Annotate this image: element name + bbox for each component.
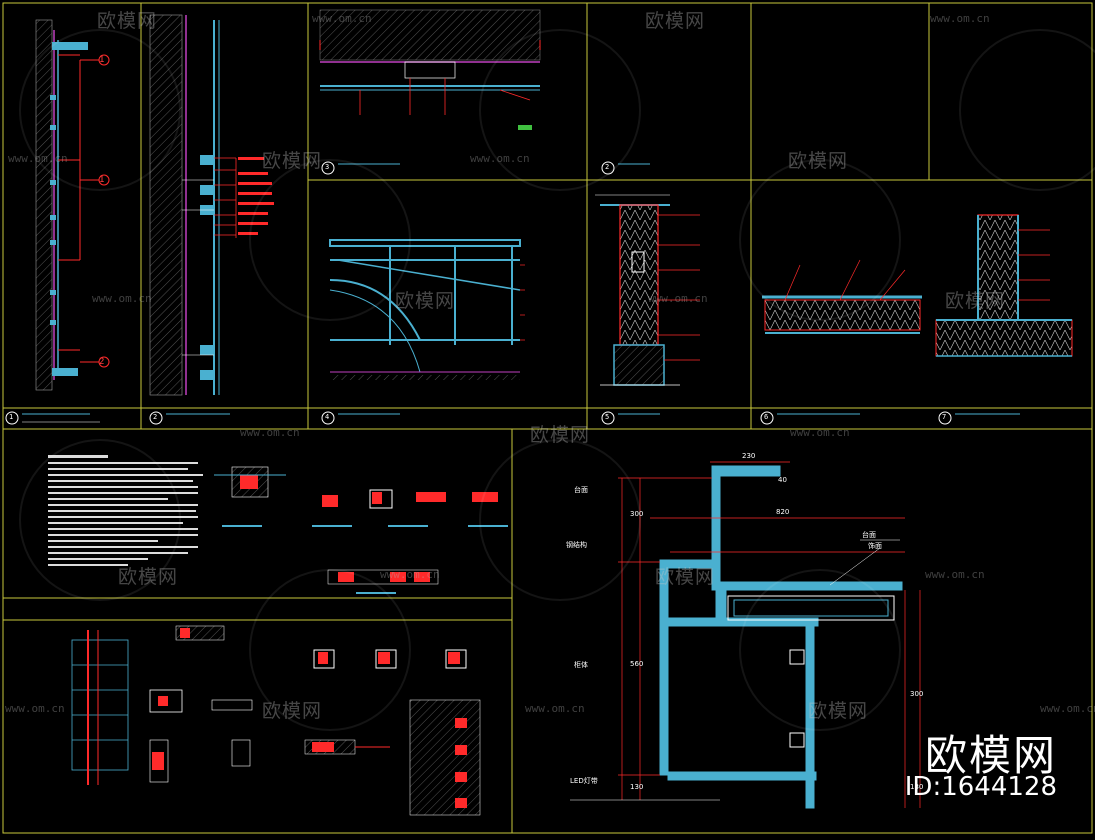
detail-number: 4 — [325, 413, 330, 421]
brand-id: ID:1644128 — [904, 772, 1057, 802]
detail-number: 1 — [99, 55, 105, 65]
column-bracket-details — [71, 625, 481, 816]
dimension-label: 40 — [778, 476, 787, 484]
steel-joint-details — [214, 466, 508, 594]
detail-number: 6 — [764, 413, 769, 421]
watermark-text: 欧模网 — [788, 150, 849, 172]
watermark-url: www.om.cn — [8, 152, 68, 165]
notes-block — [48, 455, 203, 566]
watermark-url: www.om.cn — [925, 568, 985, 581]
watermark-url: www.om.cn — [790, 426, 850, 439]
callout-label: 台面 — [574, 486, 588, 494]
watermark-url: www.om.cn — [312, 12, 372, 25]
detail-number: 7 — [942, 413, 947, 421]
detail-number: 1 — [99, 175, 105, 185]
watermark-text: 欧模网 — [262, 700, 323, 722]
watermark-text: 欧模网 — [395, 290, 456, 312]
detail-wall-floor-junction — [935, 214, 1073, 425]
detail-number: 2 — [605, 163, 610, 171]
watermark-text: 欧模网 — [262, 150, 323, 172]
watermark-text: 欧模网 — [655, 566, 716, 588]
callout-label: LED灯带 — [570, 777, 598, 785]
watermark-url: www.om.cn — [470, 152, 530, 165]
callout-label: 柜体 — [574, 661, 588, 669]
watermark-url: www.om.cn — [648, 292, 708, 305]
watermark-text: 欧模网 — [808, 700, 869, 722]
detail-ceiling-joint — [319, 9, 541, 175]
watermark-url: www.om.cn — [1040, 702, 1095, 715]
watermark-url: www.om.cn — [930, 12, 990, 25]
dimension-label: 300 — [910, 690, 924, 698]
detail-number: 5 — [605, 413, 610, 421]
callout-label: 钢结构 — [566, 541, 587, 549]
watermark-text: 欧模网 — [97, 10, 158, 32]
watermark-text: 欧模网 — [645, 10, 706, 32]
detail-number: 2 — [153, 413, 158, 421]
dimension-label: 130 — [630, 783, 644, 791]
watermark-text: 欧模网 — [118, 566, 179, 588]
callout-label: 饰面 — [868, 542, 882, 550]
watermark-url: www.om.cn — [525, 702, 585, 715]
detail-wall-section-2 — [149, 14, 274, 425]
detail-number: 2 — [99, 357, 105, 367]
watermark-url: www.om.cn — [240, 426, 300, 439]
callout-label: 台面 — [862, 531, 876, 539]
watermark-url: www.om.cn — [92, 292, 152, 305]
dimension-label: 560 — [630, 660, 644, 668]
watermark-url: www.om.cn — [5, 702, 65, 715]
dimension-label: 130 — [910, 783, 924, 791]
detail-wall-section-1 — [5, 19, 110, 425]
watermark-text: 欧模网 — [945, 290, 1006, 312]
detail-number: 3 — [325, 163, 330, 171]
dimension-label: 820 — [776, 508, 790, 516]
watermark-text: 欧模网 — [530, 424, 591, 446]
watermark-url: www.om.cn — [380, 568, 440, 581]
detail-number: 1 — [9, 413, 14, 421]
detail-counter-frame — [321, 239, 525, 425]
brand-stamp: 欧模网 — [924, 731, 1057, 780]
detail-floor-insulation — [760, 259, 922, 425]
counter-section — [570, 461, 921, 809]
watermark-rings — [19, 29, 1095, 731]
dimension-label: 230 — [742, 452, 756, 460]
dimension-label: 300 — [630, 510, 644, 518]
detail-wall-core — [595, 161, 700, 425]
